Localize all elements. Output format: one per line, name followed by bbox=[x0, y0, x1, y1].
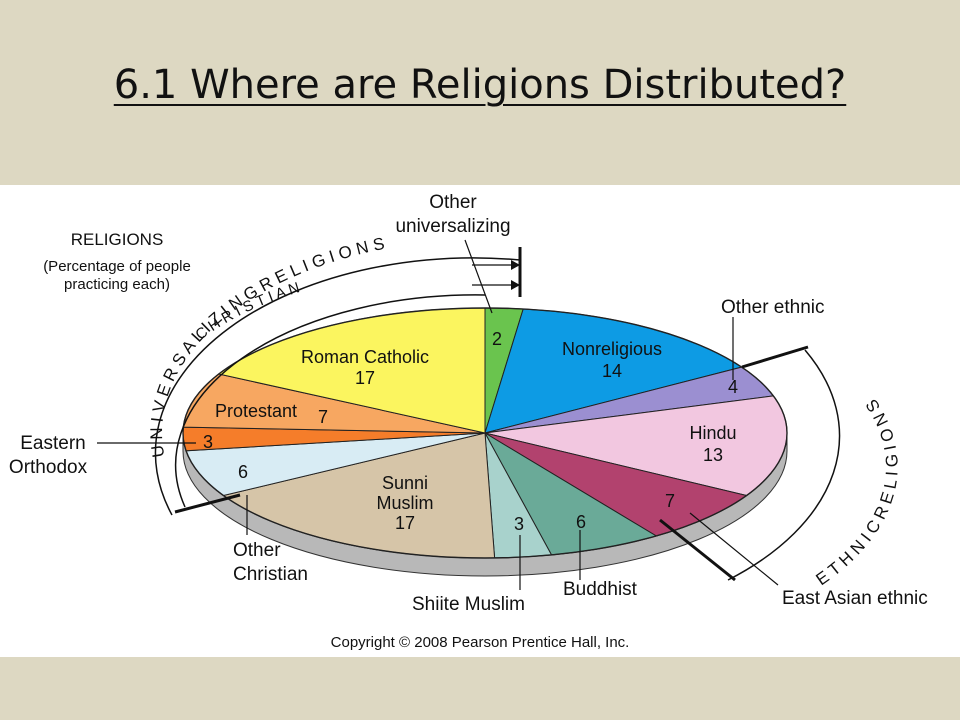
leader-lines bbox=[97, 239, 779, 590]
value-hindu: 13 bbox=[703, 445, 723, 465]
label-east-asian-ethnic: East Asian ethnic bbox=[782, 588, 928, 609]
label-shiite-muslim: Shiite Muslim bbox=[412, 594, 525, 615]
label-other-universalizing-2: universalizing bbox=[395, 216, 510, 237]
value-shiite-muslim: 3 bbox=[514, 514, 524, 534]
label-nonreligious: Nonreligious bbox=[562, 339, 662, 359]
copyright: Copyright © 2008 Pearson Prentice Hall, … bbox=[331, 634, 630, 651]
value-eastern-orthodox: 3 bbox=[203, 432, 213, 452]
label-buddhist: Buddhist bbox=[563, 579, 638, 600]
label-other-christian-1: Other bbox=[233, 540, 281, 561]
pie-chart: U N I V E R S A L I Z I N G R E L I G I … bbox=[9, 192, 928, 651]
label-eastern-orthodox-1: Eastern bbox=[20, 433, 85, 454]
label-hindu: Hindu bbox=[689, 423, 736, 443]
value-east-asian-ethnic: 7 bbox=[665, 491, 675, 511]
label-roman-catholic: Roman Catholic bbox=[301, 347, 429, 367]
label-orthodox-2: Orthodox bbox=[9, 457, 88, 478]
value-nonreligious: 14 bbox=[602, 361, 622, 381]
value-other-universalizing: 2 bbox=[492, 329, 502, 349]
label-other-ethnic: Other ethnic bbox=[721, 297, 825, 318]
ethnic-bracket bbox=[727, 349, 841, 581]
universalizing-bracket bbox=[154, 257, 521, 516]
label-other-christian-2: Christian bbox=[233, 564, 308, 585]
value-other-ethnic: 4 bbox=[728, 377, 738, 397]
label-muslim: Muslim bbox=[377, 493, 434, 513]
legend-line-1: (Percentage of people bbox=[43, 258, 191, 275]
label-other-universalizing-1: Other bbox=[429, 192, 477, 213]
christian-boundary-line bbox=[174, 493, 241, 514]
legend-title: RELIGIONS bbox=[71, 230, 164, 249]
ethnic-label: E T H N I C R E L I G I O N S bbox=[813, 396, 902, 589]
slide-title: 6.1 Where are Religions Distributed? bbox=[113, 62, 847, 108]
value-other-christian: 6 bbox=[238, 462, 248, 482]
value-protestant: 7 bbox=[318, 407, 328, 427]
value-roman-catholic: 17 bbox=[355, 368, 375, 388]
legend-line-2: practicing each) bbox=[64, 276, 170, 293]
value-buddhist: 6 bbox=[576, 512, 586, 532]
pie-outline bbox=[182, 307, 788, 559]
christian-bracket bbox=[174, 294, 486, 508]
religions-pie-figure: U N I V E R S A L I Z I N G R E L I G I … bbox=[0, 185, 960, 657]
label-protestant: Protestant bbox=[215, 401, 297, 421]
ethnic-boundary-line-2 bbox=[659, 518, 736, 582]
ethnic-boundary-line bbox=[741, 345, 809, 369]
label-sunni: Sunni bbox=[382, 473, 428, 493]
value-sunni-muslim: 17 bbox=[395, 513, 415, 533]
